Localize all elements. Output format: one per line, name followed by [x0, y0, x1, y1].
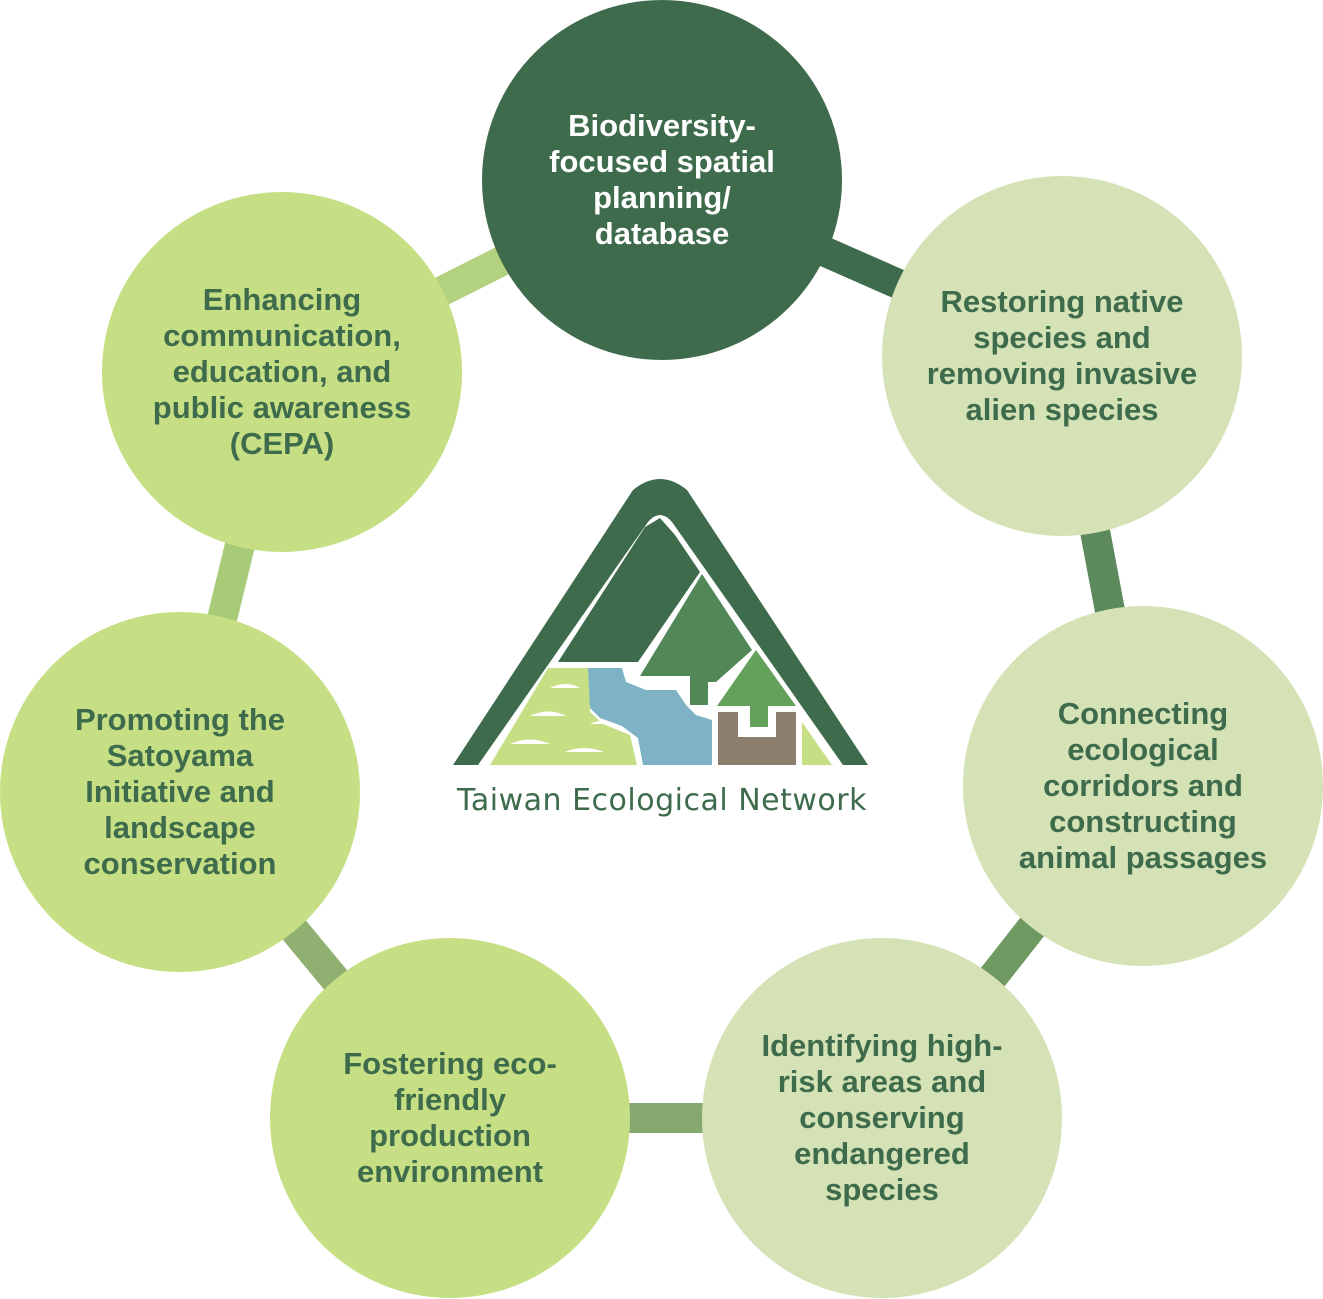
node-label: Restoring native species and removing in…: [926, 284, 1198, 427]
logo-caption: Taiwan Ecological Network: [457, 783, 867, 818]
logo-small-tree: [717, 650, 796, 727]
node-native-species: Restoring native species and removing in…: [882, 176, 1242, 536]
logo-soil: [718, 712, 796, 765]
logo-pine-tree: [640, 574, 752, 705]
logo-dark-mountain: [558, 518, 700, 662]
logo-meadow-mound: [550, 684, 580, 688]
node-endangered-species: Identifying high- risk areas and conserv…: [702, 938, 1062, 1298]
logo-meadow-mound: [510, 739, 550, 744]
node-label: Fostering eco- friendly production envir…: [343, 1046, 557, 1189]
logo-meadow-mound: [530, 711, 566, 716]
logo-river: [588, 668, 712, 765]
logo-grass-wedge: [802, 722, 832, 765]
logo-mountain-outline: [453, 479, 868, 765]
logo-meadow-mound: [565, 748, 604, 752]
node-cepa: Enhancing communication, education, and …: [102, 192, 462, 552]
node-label: Connecting ecological corridors and cons…: [1018, 696, 1268, 875]
node-satoyama: Promoting the Satoyama Initiative and la…: [0, 612, 360, 972]
node-label: Enhancing communication, education, and …: [152, 282, 412, 461]
node-ecological-corridors: Connecting ecological corridors and cons…: [963, 606, 1323, 966]
node-label: Identifying high- risk areas and conserv…: [761, 1028, 1003, 1207]
node-spatial-planning: Biodiversity- focused spatial planning/ …: [482, 0, 842, 360]
node-label: Promoting the Satoyama Initiative and la…: [74, 702, 286, 881]
node-label: Biodiversity- focused spatial planning/ …: [549, 108, 775, 251]
node-eco-friendly-production: Fostering eco- friendly production envir…: [270, 938, 630, 1298]
